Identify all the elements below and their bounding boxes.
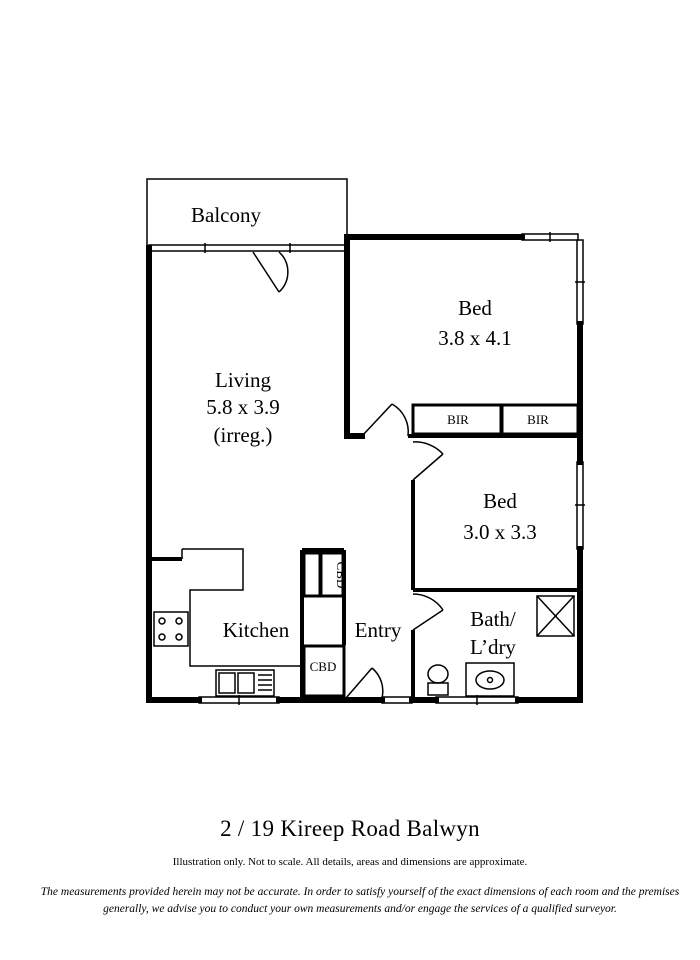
entry-label: Entry (355, 618, 402, 642)
scale-note: Illustration only. Not to scale. All det… (172, 856, 528, 868)
built-in-robes (411, 403, 580, 436)
bed2-dimensions: 3.0 x 3.3 (463, 520, 537, 544)
bir2-label: BIR (527, 412, 549, 427)
disclaimer-text: The measurements provided herein may not… (40, 886, 680, 915)
cbd-lower-label: CBD (310, 659, 337, 674)
exterior-walls (146, 234, 583, 703)
bed1-label: Bed (458, 296, 492, 320)
bir1-label: BIR (447, 412, 469, 427)
property-address: 2 / 19 Kireep Road Balwyn (220, 816, 480, 841)
floor-plan: Balcony Living 5.8 x 3.9 (irreg.) Bed 3.… (146, 178, 585, 705)
bath-label-line1: Bath/ (470, 607, 516, 631)
windows (148, 232, 585, 705)
balcony-label: Balcony (191, 203, 261, 227)
living-label: Living (215, 368, 271, 392)
bath-label-line2: L’dry (470, 635, 516, 659)
living-dimensions: 5.8 x 3.9 (206, 395, 280, 419)
bed1-dimensions: 3.8 x 4.1 (438, 326, 512, 350)
kitchen-bench (153, 548, 302, 697)
living-note: (irreg.) (214, 423, 273, 447)
cupboards (302, 551, 346, 698)
balcony (146, 178, 348, 246)
cbd-upper-label: CBD (334, 562, 349, 589)
doors (252, 251, 444, 699)
bed2-label: Bed (483, 489, 517, 513)
kitchen-label: Kitchen (223, 618, 290, 642)
bath-fixtures (427, 595, 575, 697)
